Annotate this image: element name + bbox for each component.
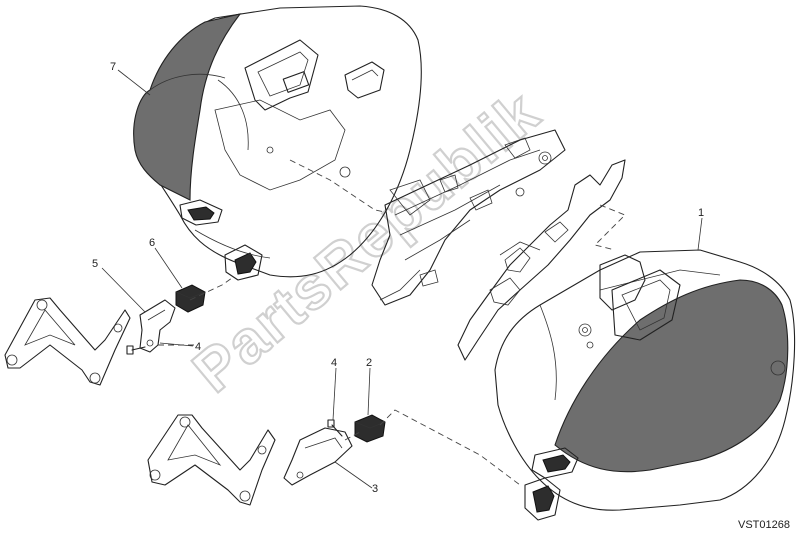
callout-2: 2 [366,357,372,369]
callout-4-upper: 4 [195,341,201,353]
callout-4-lower: 4 [331,357,337,369]
footpeg-bracket-lower [147,414,276,506]
mounting-frame [371,129,566,306]
footpeg-bracket-upper [4,297,131,386]
callout-7: 7 [110,61,116,73]
watermark: PartsRepublik [180,78,552,405]
right-pannier [494,249,796,521]
part-3-bracket [283,427,353,486]
callout-6: 6 [149,237,155,249]
screw-upper [126,345,146,355]
part-2-pad [354,414,386,443]
screw-lower [327,419,343,437]
part-5-bracket [139,299,176,353]
callout-1: 1 [698,207,704,219]
callout-5: 5 [92,258,98,270]
callout-3: 3 [372,483,378,495]
drawing-code: VST01268 [738,519,790,531]
assembly-lines [158,159,626,486]
right-bracket [457,159,626,361]
callouts: 7 1 2 3 4 4 5 6 [92,61,704,495]
callout-leaders [101,69,703,489]
part-6-pad [175,284,206,313]
left-pannier [133,5,422,281]
